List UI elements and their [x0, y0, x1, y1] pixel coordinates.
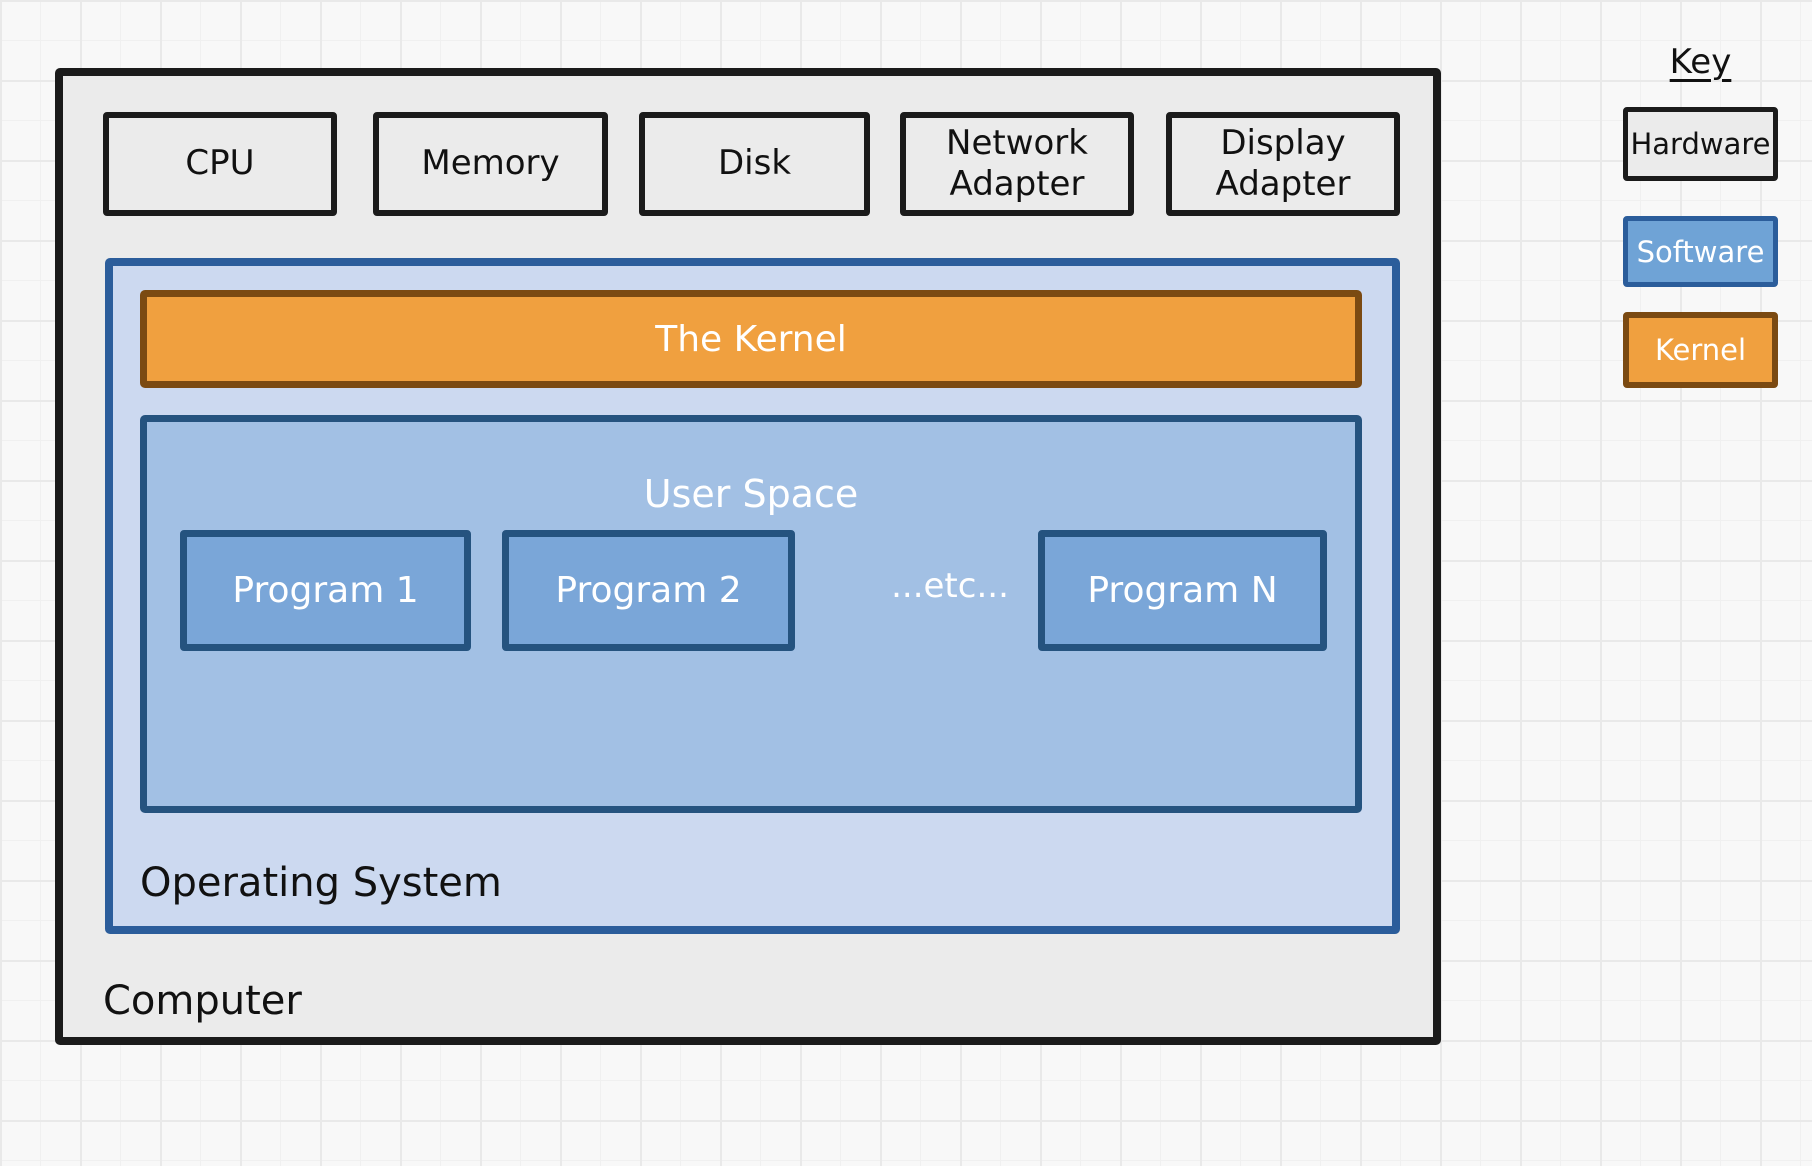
hardware-box-memory: Memory	[373, 112, 608, 216]
hardware-label-display-adapter: Display Adapter	[1215, 122, 1351, 204]
hardware-box-network-adapter: Network Adapter	[900, 112, 1134, 216]
kernel-label: The Kernel	[655, 318, 847, 360]
kernel-box: The Kernel	[140, 290, 1362, 388]
key-label-software: Software	[1636, 234, 1765, 269]
key-label-kernel: Kernel	[1654, 333, 1747, 367]
key-item-software: Software	[1623, 216, 1778, 287]
program-1-box: Program 1	[180, 530, 471, 651]
program-2-box: Program 2	[502, 530, 795, 651]
hardware-label-memory: Memory	[421, 143, 560, 184]
program-n-box: Program N	[1038, 530, 1327, 651]
programs-ellipsis-label: ...etc...	[891, 566, 1009, 606]
hardware-label-cpu: CPU	[185, 143, 255, 184]
hardware-box-display-adapter: Display Adapter	[1166, 112, 1400, 216]
user-space-label: User Space	[643, 472, 859, 516]
key-item-kernel: Kernel	[1623, 312, 1778, 388]
key-label-hardware: Hardware	[1630, 127, 1771, 161]
hardware-label-disk: Disk	[717, 143, 792, 184]
key-title: Key	[1669, 42, 1732, 82]
program-n-label: Program N	[1087, 570, 1278, 611]
program-2-label: Program 2	[555, 570, 742, 611]
program-1-label: Program 1	[232, 570, 419, 611]
hardware-box-cpu: CPU	[103, 112, 337, 216]
key-item-hardware: Hardware	[1623, 107, 1778, 181]
computer-label: Computer	[103, 978, 302, 1024]
hardware-box-disk: Disk	[639, 112, 870, 216]
operating-system-label: Operating System	[140, 860, 502, 906]
hardware-label-network-adapter: Network Adapter	[946, 122, 1088, 204]
